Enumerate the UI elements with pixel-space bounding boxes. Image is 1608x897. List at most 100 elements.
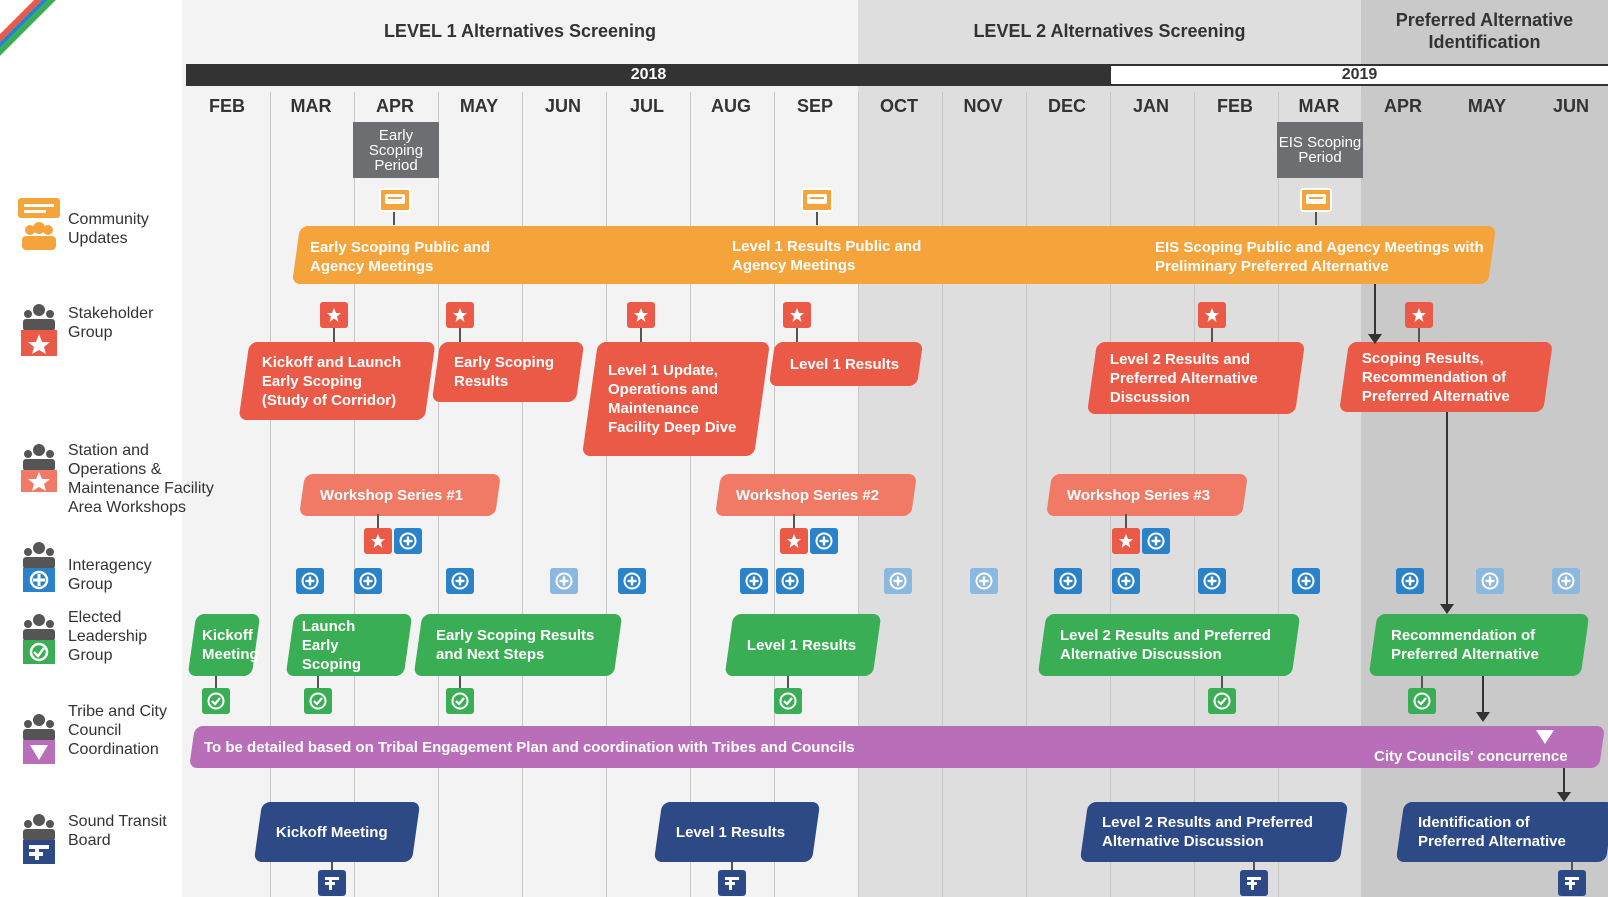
connector (1211, 326, 1213, 344)
community-updates-icon (18, 198, 60, 250)
row-label-workshops: Station and Operations & Maintenance Fac… (68, 442, 214, 516)
connector (333, 326, 335, 344)
arrow-line (1446, 412, 1448, 606)
month-label: JUL (629, 96, 664, 116)
month-gridline (606, 92, 607, 897)
plus-icon (394, 528, 422, 554)
star-icon (1198, 302, 1226, 328)
city-councils-concurrence-label: City Councils' concurrence (1374, 748, 1568, 765)
connector (1253, 862, 1255, 870)
stakeholder-item: Kickoff and Launch Early Scoping (Study … (238, 342, 436, 420)
board-item: Kickoff Meeting (253, 802, 421, 862)
elected-item: Level 2 Results and Preferred Alternativ… (1037, 614, 1301, 676)
connector (1571, 862, 1573, 870)
plus-icon (1292, 568, 1320, 594)
plus-icon (1054, 568, 1082, 594)
plus-icon (354, 568, 382, 594)
check-icon (1408, 688, 1436, 714)
month-gridline (1362, 92, 1363, 897)
plus-icon (1198, 568, 1226, 594)
year-2019-bar: 2019 (1111, 64, 1608, 86)
star-icon (1405, 302, 1433, 328)
plus-icon (550, 568, 578, 594)
plus-icon (1552, 568, 1580, 594)
speech-bubble-icon (801, 188, 833, 212)
sound-transit-logo-icon (718, 870, 746, 896)
tribe-council-icon (23, 714, 55, 764)
year-2018-bar: 2018 (186, 64, 1111, 86)
star-icon (780, 528, 808, 554)
connector (787, 676, 789, 688)
connector (459, 676, 461, 688)
month-label: SEP (796, 96, 834, 116)
arrow-line (1374, 284, 1376, 336)
plus-icon (1112, 568, 1140, 594)
workshop-item: Workshop Series #3 (1046, 474, 1248, 516)
board-item: Level 2 Results and Preferred Alternativ… (1079, 802, 1349, 862)
arrow-head (1476, 712, 1490, 722)
month-label: DEC (1047, 96, 1086, 116)
connector (215, 676, 217, 688)
row-label-elected-leadership: Elected Leadership Group (68, 609, 148, 664)
month-gridline (1278, 92, 1279, 897)
stakeholder-item: Level 1 Update, Operations and Maintenan… (581, 342, 771, 456)
month-label: JUN (544, 96, 581, 116)
community-band-label-1: Early Scoping Public and Agency Meetings (310, 239, 491, 275)
star-icon (627, 302, 655, 328)
concurrence-triangle-icon (1536, 730, 1554, 744)
star-icon (364, 528, 392, 554)
elected-item: Early Scoping Results and Next Steps (413, 614, 623, 676)
stakeholder-item: Scoping Results, Recommendation of Prefe… (1339, 342, 1553, 412)
row-label-sound-transit-board: Sound Transit Board (68, 813, 167, 849)
month-gridline (1026, 92, 1027, 897)
arrow-line (1563, 768, 1565, 794)
connector (1315, 205, 1317, 225)
connector (640, 326, 642, 344)
tribe-band-label: To be detailed based on Tribal Engagemen… (204, 739, 855, 756)
connector (1421, 676, 1423, 688)
sound-transit-icon (23, 814, 55, 864)
stakeholder-group-icon (21, 304, 57, 356)
board-item: Identification of Preferred Alternative (1395, 802, 1608, 862)
plus-icon (1142, 528, 1170, 554)
star-icon (783, 302, 811, 328)
month-label: MAR (1298, 96, 1340, 116)
workshop-item: Workshop Series #2 (715, 474, 917, 516)
interagency-icon (23, 542, 55, 592)
month-label: NOV (963, 96, 1003, 116)
plus-icon (810, 528, 838, 554)
plus-icon (884, 568, 912, 594)
arrow-head (1368, 334, 1382, 344)
community-band-label-3: EIS Scoping Public and Agency Meetings w… (1155, 239, 1484, 275)
connector (731, 862, 733, 870)
month-gridline (1530, 92, 1531, 897)
month-gridline (690, 92, 691, 897)
row-label-tribe-council: Tribe and City Council Coordination (68, 703, 167, 758)
month-gridline (522, 92, 523, 897)
sound-transit-logo-icon (1558, 870, 1586, 896)
stakeholder-item: Level 2 Results and Preferred Alternativ… (1086, 342, 1306, 414)
connector (1221, 676, 1223, 688)
star-icon (1112, 528, 1140, 554)
month-label: JUN (1552, 96, 1589, 116)
phase-level2: LEVEL 2 Alternatives Screening (973, 20, 1246, 41)
elected-item: Launch Early Scoping (285, 614, 413, 676)
elected-item: Recommendation of Preferred Alternative (1368, 614, 1590, 676)
plus-icon (776, 568, 804, 594)
connector (317, 676, 319, 688)
plus-icon (296, 568, 324, 594)
stakeholder-item: Early Scoping Results (431, 342, 585, 402)
plus-icon (618, 568, 646, 594)
month-label: APR (1383, 96, 1422, 116)
corner-stripes-logo (0, 0, 62, 62)
plus-icon (970, 568, 998, 594)
row-label-community-updates: Community Updates (68, 211, 149, 247)
community-band-label-2: Level 1 Results Public and Agency Meetin… (732, 238, 922, 274)
workshop-icon (21, 444, 57, 492)
phase-level1: LEVEL 1 Alternatives Screening (383, 20, 657, 41)
sound-transit-logo-icon (318, 870, 346, 896)
elected-item: Level 1 Results (724, 614, 882, 676)
month-gridline (942, 92, 943, 897)
month-label: FEB (1217, 96, 1253, 116)
plus-icon (446, 568, 474, 594)
